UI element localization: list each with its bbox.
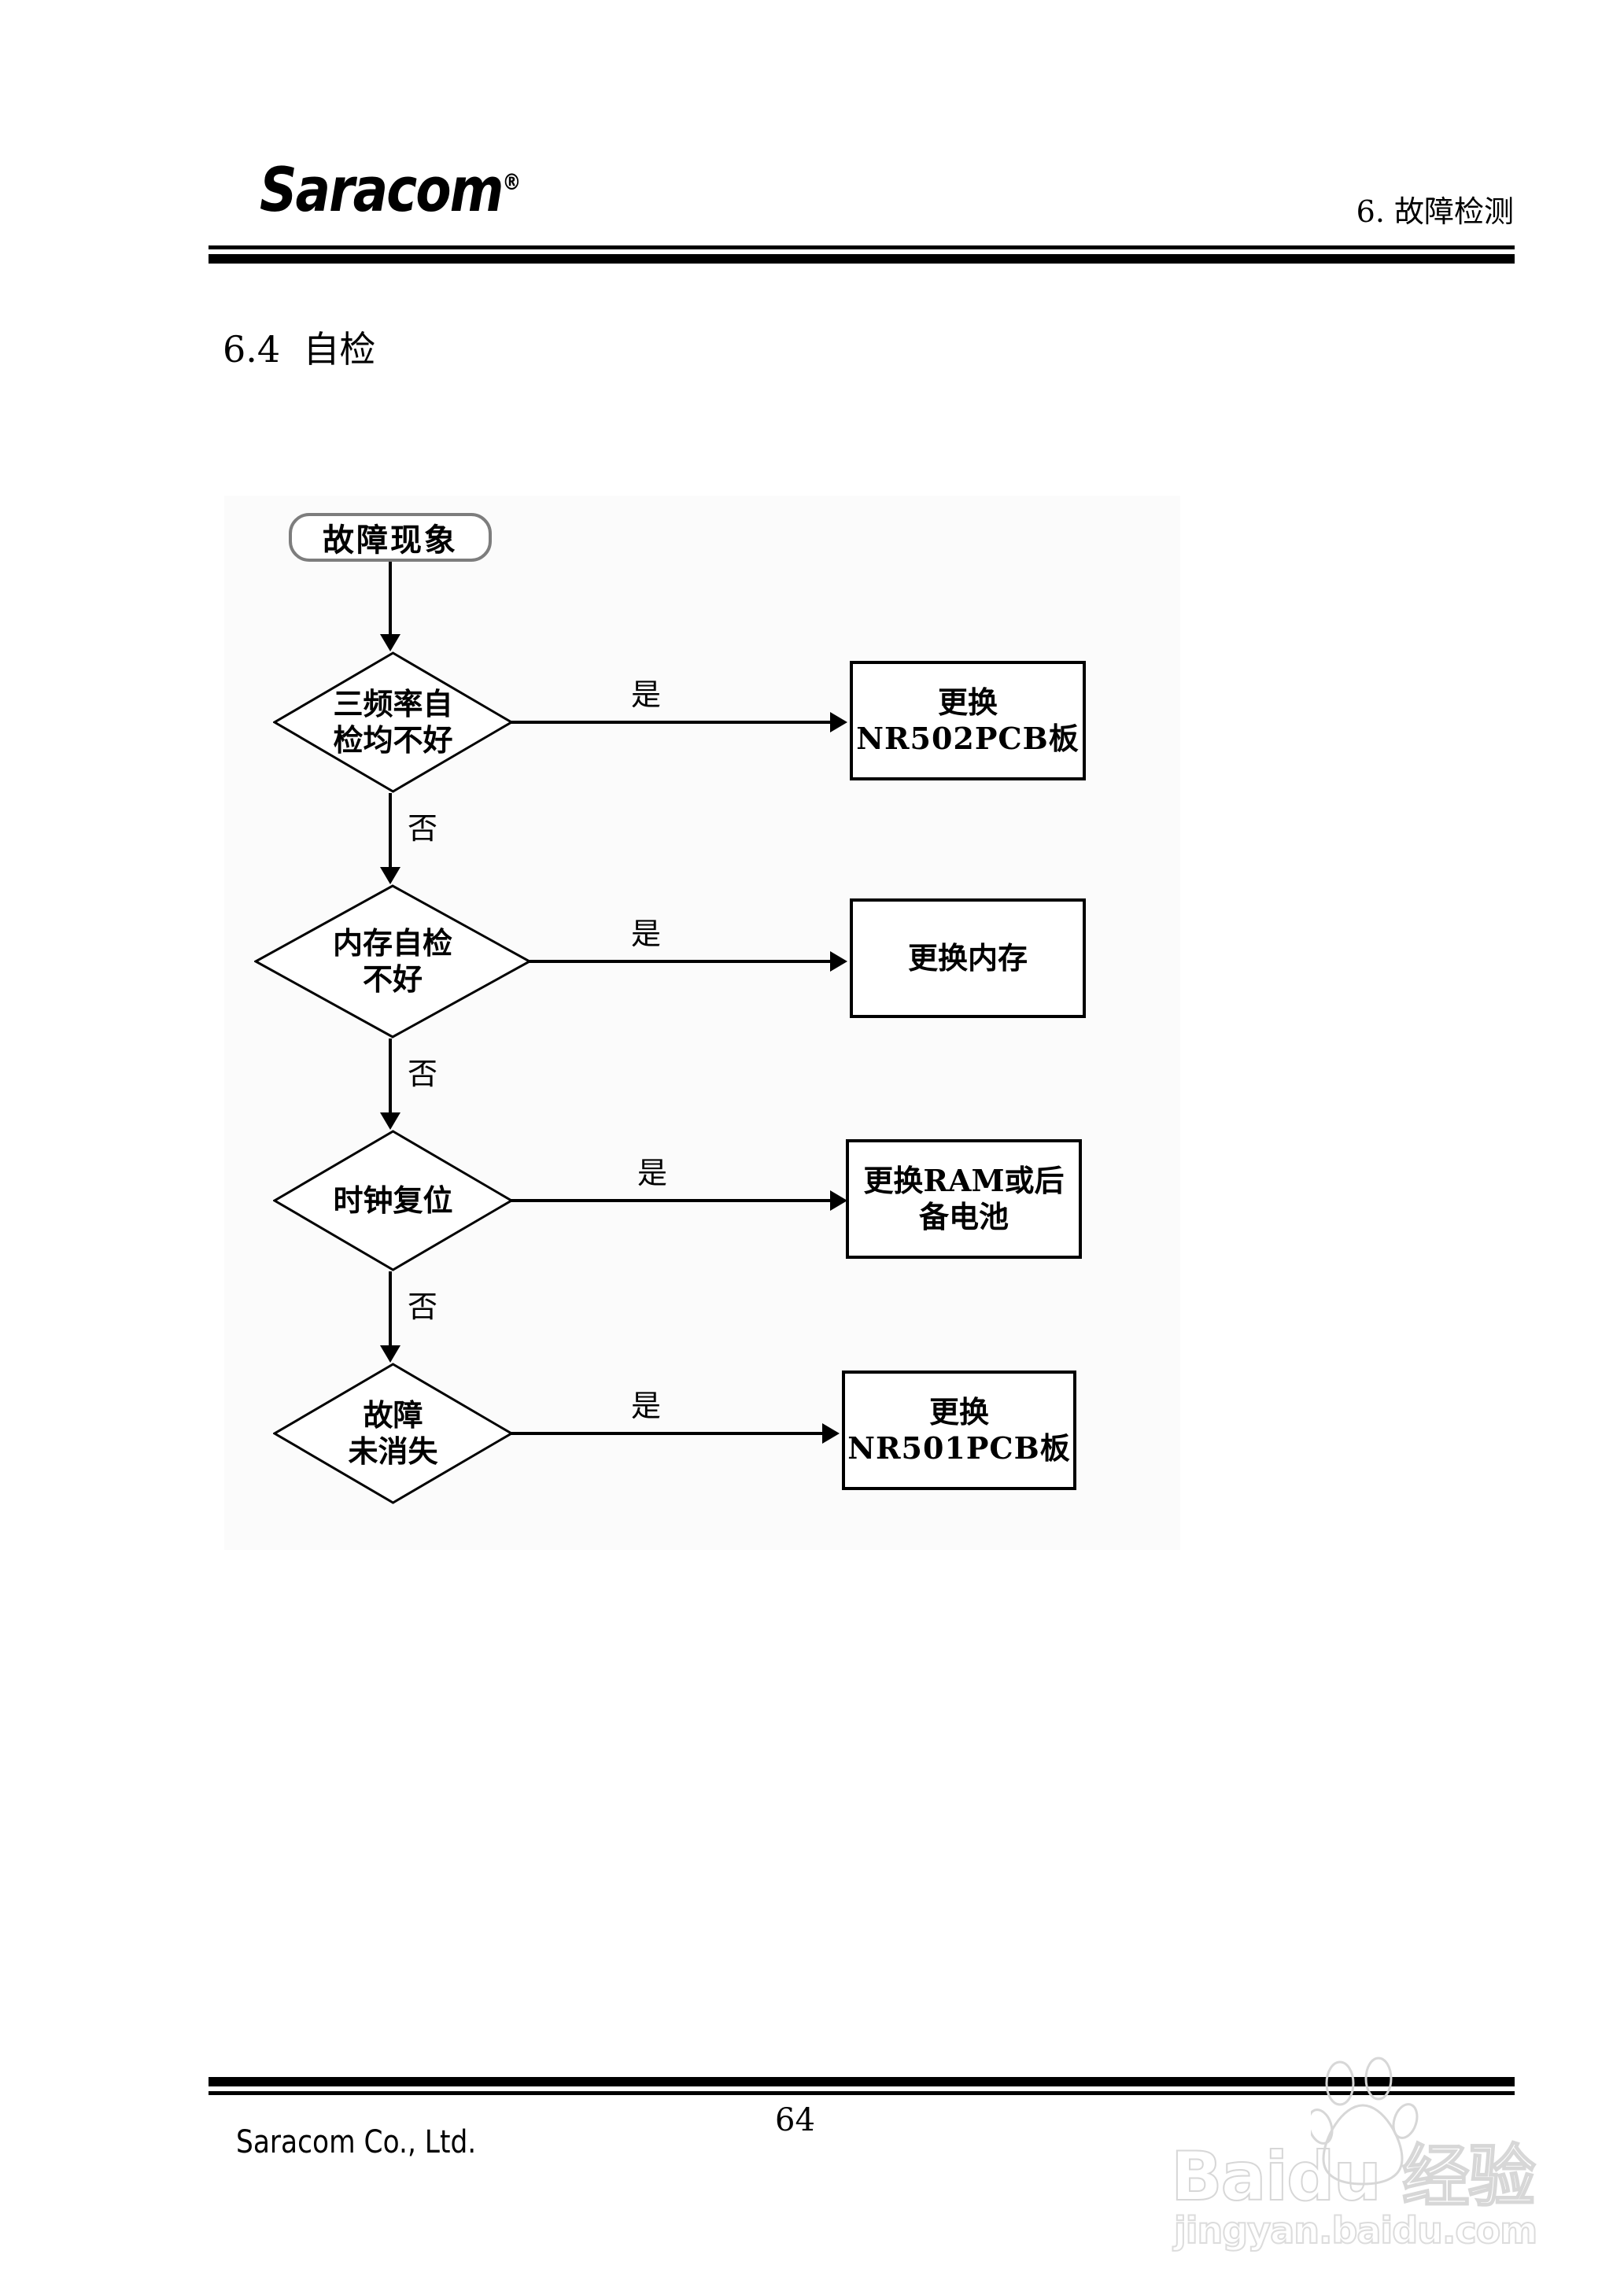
footer-rule-thin <box>209 2091 1515 2095</box>
flowchart-action-1: 更换 NR502PCB板 <box>850 661 1086 780</box>
footer-rule-gap <box>209 2086 1515 2091</box>
logo-wordmark: Saracom <box>260 154 504 226</box>
arrowhead-decision-4 <box>380 1345 400 1363</box>
footer-rule <box>209 2077 1515 2095</box>
registered-trademark-icon: ® <box>502 168 522 195</box>
connector-decision-2-yes <box>529 960 833 963</box>
action-4-line-2: NR501PCB板 <box>847 1430 1071 1466</box>
arrowhead-action-2 <box>830 951 847 972</box>
footer-rule-thick <box>209 2077 1515 2086</box>
decision-2-shape <box>254 884 531 1039</box>
action-3-line-1: 更换RAM或后 <box>863 1162 1065 1198</box>
arrowhead-decision-3 <box>380 1112 400 1130</box>
connector-decision-3-yes <box>511 1199 833 1202</box>
arrowhead-action-4 <box>822 1423 840 1444</box>
action-1-line-1: 更换 <box>937 684 998 720</box>
arrowhead-action-1 <box>830 712 847 732</box>
decision-3-shape <box>273 1130 513 1271</box>
connector-decision-3-no <box>389 1271 392 1350</box>
flowchart-decision-1: 三频率自 检均不好 <box>273 651 513 793</box>
baidu-wordmark: Baidu 经验 <box>1170 2137 1537 2217</box>
header-rule-thin <box>209 245 1515 249</box>
flowchart-start-node: 故障现象 <box>289 513 492 562</box>
flowchart-canvas: 故障现象 三频率自 检均不好 是 更换 NR502PCB板 <box>224 496 1180 1550</box>
flowchart-action-4: 更换 NR501PCB板 <box>842 1371 1076 1490</box>
connector-decision-4-yes <box>511 1432 825 1435</box>
baidu-watermark-url: jingyan.baidu.com <box>1173 2208 1538 2252</box>
flowchart-decision-4: 故障 未消失 <box>273 1363 513 1504</box>
arrowhead-decision-2 <box>380 867 400 884</box>
page-number: 64 <box>775 2102 815 2138</box>
decision-1-shape <box>273 651 513 793</box>
start-node-label: 故障现象 <box>323 522 458 559</box>
edge-label-no-3: 否 <box>408 1289 438 1324</box>
edge-label-yes-2: 是 <box>631 917 662 951</box>
connector-decision-1-no <box>389 793 392 872</box>
arrowhead-decision-1 <box>380 634 400 651</box>
action-3-line-2: 备电池 <box>918 1199 1009 1234</box>
action-2-line-1: 更换内存 <box>907 939 1028 976</box>
connector-decision-1-yes <box>511 721 833 724</box>
edge-label-no-1: 否 <box>408 811 438 846</box>
edge-label-yes-3: 是 <box>637 1156 668 1190</box>
header-rule <box>209 245 1515 264</box>
action-4-line-1: 更换 <box>928 1393 989 1430</box>
saracom-logo: Saracom® <box>260 154 521 226</box>
header-rule-thick <box>209 254 1515 264</box>
connector-decision-2-no <box>389 1039 392 1117</box>
chapter-title: 6. 故障检测 <box>1356 194 1514 229</box>
arrowhead-action-3 <box>830 1190 847 1211</box>
edge-label-no-2: 否 <box>408 1057 438 1091</box>
decision-4-shape <box>273 1363 513 1504</box>
edge-label-yes-1: 是 <box>631 677 662 712</box>
section-heading: 6.4 自检 <box>223 328 376 371</box>
edge-label-yes-4: 是 <box>631 1389 662 1423</box>
action-1-line-2: NR502PCB板 <box>856 721 1080 756</box>
flowchart-decision-3: 时钟复位 <box>273 1130 513 1271</box>
connector-start-to-decision-1 <box>389 562 392 639</box>
flowchart-action-2: 更换内存 <box>850 898 1086 1018</box>
footer-company-name: Saracom Co., Ltd. <box>236 2124 477 2160</box>
flowchart-action-3: 更换RAM或后 备电池 <box>846 1139 1082 1259</box>
header-rule-gap <box>209 249 1515 254</box>
flowchart-decision-2: 内存自检 不好 <box>254 884 531 1039</box>
